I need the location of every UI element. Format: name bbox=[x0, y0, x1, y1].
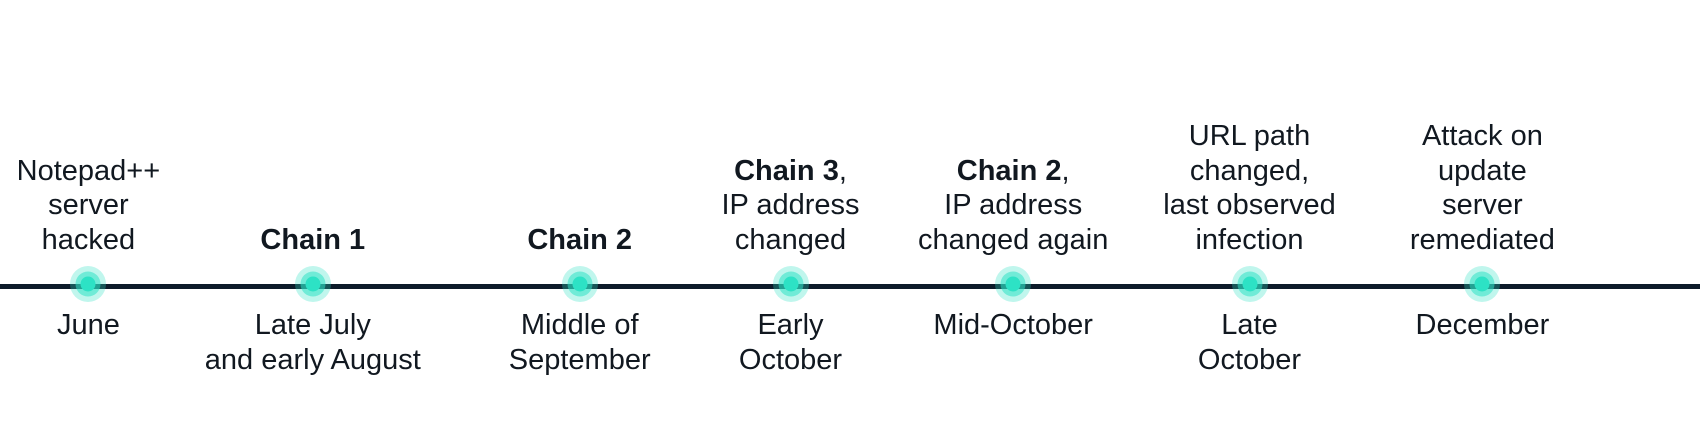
event-label-above-late-july-early-august: Chain 1 bbox=[260, 188, 365, 258]
event-label-above-late-october: URL path changed, last observed infectio… bbox=[1163, 119, 1336, 257]
event-label-bold-text: Chain 2 bbox=[956, 154, 1062, 187]
node-dot-icon bbox=[572, 276, 588, 292]
node-dot-icon bbox=[783, 276, 798, 292]
event-label-below-middle-of-september: Middle of September bbox=[508, 309, 651, 376]
event-label-below-june: June bbox=[56, 309, 120, 341]
event-label-bold-text: Chain 3 bbox=[734, 154, 839, 187]
event-label-below-late-july-early-august: Late July and early August bbox=[204, 309, 421, 376]
event-label-bold-text: Chain 1 bbox=[260, 224, 366, 257]
node-dot-icon bbox=[1005, 276, 1021, 292]
event-label-bold-text: Chain 2 bbox=[527, 224, 633, 257]
event-label-below-december: December bbox=[1415, 309, 1550, 341]
node-dot-icon bbox=[305, 276, 321, 292]
event-label-above-early-october: Chain 3, IP address changed bbox=[721, 154, 859, 258]
node-dot-icon bbox=[80, 276, 96, 292]
event-label-rest-text: , IP address changed bbox=[721, 154, 860, 257]
event-label-above-june: Notepad++ server hacked bbox=[16, 154, 161, 257]
node-dot-icon bbox=[1474, 276, 1490, 292]
event-label-above-december: Attack on update server remediated bbox=[1409, 119, 1555, 257]
event-label-below-early-october: Early October bbox=[738, 309, 843, 376]
event-label-below-mid-october: Mid-October bbox=[933, 309, 1093, 341]
event-label-above-mid-october: Chain 2, IP address changed again bbox=[918, 154, 1108, 258]
timeline-axis bbox=[0, 284, 1700, 289]
event-label-rest-text: , IP address changed again bbox=[918, 154, 1109, 257]
event-label-above-middle-of-september: Chain 2 bbox=[527, 188, 632, 258]
node-dot-icon bbox=[1242, 276, 1257, 292]
event-label-below-late-october: Late October bbox=[1197, 309, 1302, 376]
